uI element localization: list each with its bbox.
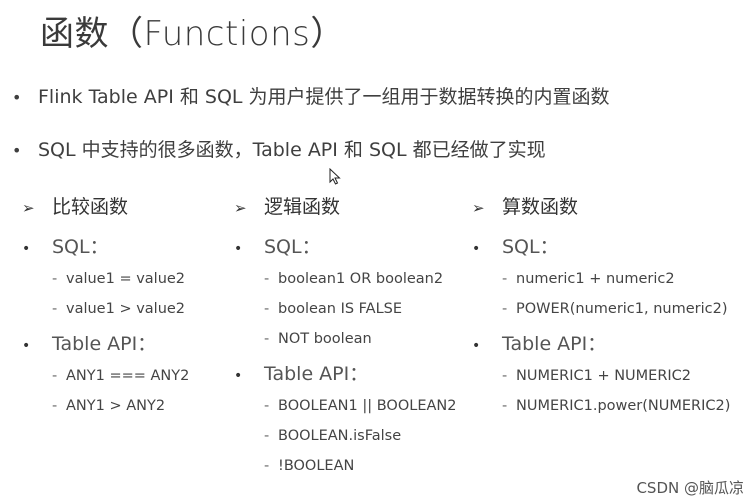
table-api-label: Table API： <box>502 333 607 355</box>
item-text: boolean1 OR boolean2 <box>278 271 444 287</box>
bullet-dot-icon: • <box>22 338 31 354</box>
dash-icon: - <box>264 458 270 474</box>
dash-icon: - <box>52 271 58 287</box>
bullet-dot-icon: • <box>472 338 481 354</box>
sql-label: SQL： <box>52 236 109 258</box>
item-text: !BOOLEAN <box>278 458 355 474</box>
bullet-dot-icon: • <box>12 141 22 160</box>
sql-label: SQL： <box>502 236 559 258</box>
mouse-pointer-icon <box>329 167 341 189</box>
dash-icon: - <box>264 271 270 287</box>
dash-icon: - <box>52 301 58 317</box>
item-text: numeric1 + numeric2 <box>516 271 675 287</box>
dash-icon: - <box>502 368 508 384</box>
list-item: -boolean IS FALSE <box>234 301 457 317</box>
item-text: POWER(numeric1, numeric2) <box>516 301 728 317</box>
table-api-heading: • Table API： <box>22 329 189 356</box>
sql-heading: • SQL： <box>472 232 730 259</box>
watermark: CSDN @脑瓜凉 <box>636 479 744 497</box>
table-api-heading: • Table API： <box>234 359 457 386</box>
dash-icon: - <box>264 398 270 414</box>
dash-icon: - <box>52 398 58 414</box>
dash-icon: - <box>264 301 270 317</box>
list-item: -boolean1 OR boolean2 <box>234 271 457 287</box>
list-item: -BOOLEAN.isFalse <box>234 428 457 444</box>
dash-icon: - <box>52 368 58 384</box>
bullet-text: Flink Table API 和 SQL 为用户提供了一组用于数据转换的内置函… <box>38 86 610 108</box>
column-arithmetic-functions: ➢算数函数 •SQL： -numeric1 + numeric2 -POWER(… <box>472 192 730 414</box>
column-logical-functions: ➢逻辑函数 •SQL： -boolean1 OR boolean2 -boole… <box>234 192 457 474</box>
sql-heading: • SQL： <box>22 232 189 259</box>
bullet-dot-icon: • <box>472 241 481 257</box>
list-item: -NUMERIC1 + NUMERIC2 <box>472 368 730 384</box>
list-item: -ANY1 > ANY2 <box>22 398 189 414</box>
bullet-point-1: • Flink Table API 和 SQL 为用户提供了一组用于数据转换的内置… <box>12 82 610 109</box>
dash-icon: - <box>264 428 270 444</box>
table-api-label: Table API： <box>264 363 369 385</box>
bullet-text: SQL 中支持的很多函数，Table API 和 SQL 都已经做了实现 <box>38 139 546 161</box>
list-item: -POWER(numeric1, numeric2) <box>472 301 730 317</box>
column-comparison-functions: ➢比较函数 •SQL： -value1 = value2 -value1 > v… <box>22 192 189 414</box>
list-item: -value1 > value2 <box>22 301 189 317</box>
list-item: -BOOLEAN1 || BOOLEAN2 <box>234 398 457 414</box>
item-text: value1 > value2 <box>66 301 186 317</box>
item-text: value1 = value2 <box>66 271 186 287</box>
bullet-dot-icon: • <box>234 241 243 257</box>
item-text: ANY1 > ANY2 <box>66 398 166 414</box>
item-text: boolean IS FALSE <box>278 301 403 317</box>
column-title-text: 算数函数 <box>502 196 579 218</box>
item-text: NUMERIC1 + NUMERIC2 <box>516 368 692 384</box>
arrow-bullet-icon: ➢ <box>22 199 35 217</box>
list-item: -ANY1 === ANY2 <box>22 368 189 384</box>
sql-label: SQL： <box>264 236 321 258</box>
bullet-dot-icon: • <box>234 368 243 384</box>
item-text: BOOLEAN1 || BOOLEAN2 <box>278 398 457 414</box>
dash-icon: - <box>502 398 508 414</box>
table-api-heading: • Table API： <box>472 329 730 356</box>
list-item: -numeric1 + numeric2 <box>472 271 730 287</box>
item-text: BOOLEAN.isFalse <box>278 428 402 444</box>
list-item: -NOT boolean <box>234 331 457 347</box>
sql-heading: • SQL： <box>234 232 457 259</box>
item-text: NOT boolean <box>278 331 372 347</box>
table-api-label: Table API： <box>52 333 157 355</box>
item-text: NUMERIC1.power(NUMERIC2) <box>516 398 731 414</box>
column-title: ➢ 比较函数 <box>22 192 189 222</box>
slide-title: 函数（Functions） <box>40 14 345 54</box>
column-title: ➢ 逻辑函数 <box>234 192 457 222</box>
item-text: ANY1 === ANY2 <box>66 368 190 384</box>
arrow-bullet-icon: ➢ <box>234 199 247 217</box>
arrow-bullet-icon: ➢ <box>472 199 485 217</box>
dash-icon: - <box>264 331 270 347</box>
dash-icon: - <box>502 271 508 287</box>
column-title: ➢ 算数函数 <box>472 192 730 222</box>
list-item: -value1 = value2 <box>22 271 189 287</box>
bullet-dot-icon: • <box>22 241 31 257</box>
column-title-text: 逻辑函数 <box>264 196 341 218</box>
bullet-point-2: • SQL 中支持的很多函数，Table API 和 SQL 都已经做了实现 <box>12 135 546 162</box>
dash-icon: - <box>502 301 508 317</box>
list-item: -NUMERIC1.power(NUMERIC2) <box>472 398 730 414</box>
column-title-text: 比较函数 <box>52 196 129 218</box>
list-item: -!BOOLEAN <box>234 458 457 474</box>
bullet-dot-icon: • <box>12 88 22 107</box>
